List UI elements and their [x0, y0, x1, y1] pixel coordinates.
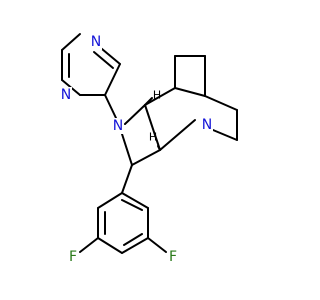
bond [159, 119, 196, 151]
bond [212, 129, 238, 141]
bond [157, 145, 161, 151]
bond [204, 95, 238, 111]
pyrazine-nitrogen-bottom: N [61, 87, 71, 103]
fluorine-right: F [169, 249, 177, 265]
stereo-hydrogen-upper: H [153, 89, 161, 102]
label-background [112, 118, 124, 134]
bond [144, 104, 161, 151]
bond [97, 237, 123, 254]
bond [144, 97, 153, 106]
bond [61, 33, 81, 51]
bond [174, 87, 206, 97]
bond [121, 133, 133, 166]
label-background [167, 249, 179, 265]
bridgehead-nitrogen: N [202, 117, 212, 133]
bond [124, 104, 146, 125]
bond [121, 237, 149, 254]
pyrazine-nitrogen-top: N [91, 34, 101, 50]
stereo-hydrogen-lower: H [149, 131, 157, 144]
bicyclic-core [121, 55, 238, 166]
bond [79, 237, 99, 253]
bond [147, 237, 167, 253]
bond [121, 192, 149, 209]
label-background [67, 249, 79, 265]
molecule-structure: N N N N F F H H [60, 33, 238, 265]
bond [104, 94, 117, 119]
bond [131, 149, 161, 166]
fluorine-left: F [69, 249, 77, 265]
bond [97, 192, 123, 209]
label-background [201, 117, 213, 133]
bond [104, 63, 121, 96]
bond [93, 51, 114, 69]
pyrazine-ring [61, 33, 121, 96]
label-background [60, 87, 72, 103]
atom-labels: N N N N F F H H [60, 34, 213, 265]
bond [123, 233, 143, 246]
bond [121, 199, 143, 211]
difluorophenyl-ring [79, 192, 167, 254]
pyrrolidine-nitrogen: N [113, 118, 123, 134]
label-background [90, 34, 102, 50]
bond [144, 87, 176, 106]
bond [121, 164, 133, 194]
